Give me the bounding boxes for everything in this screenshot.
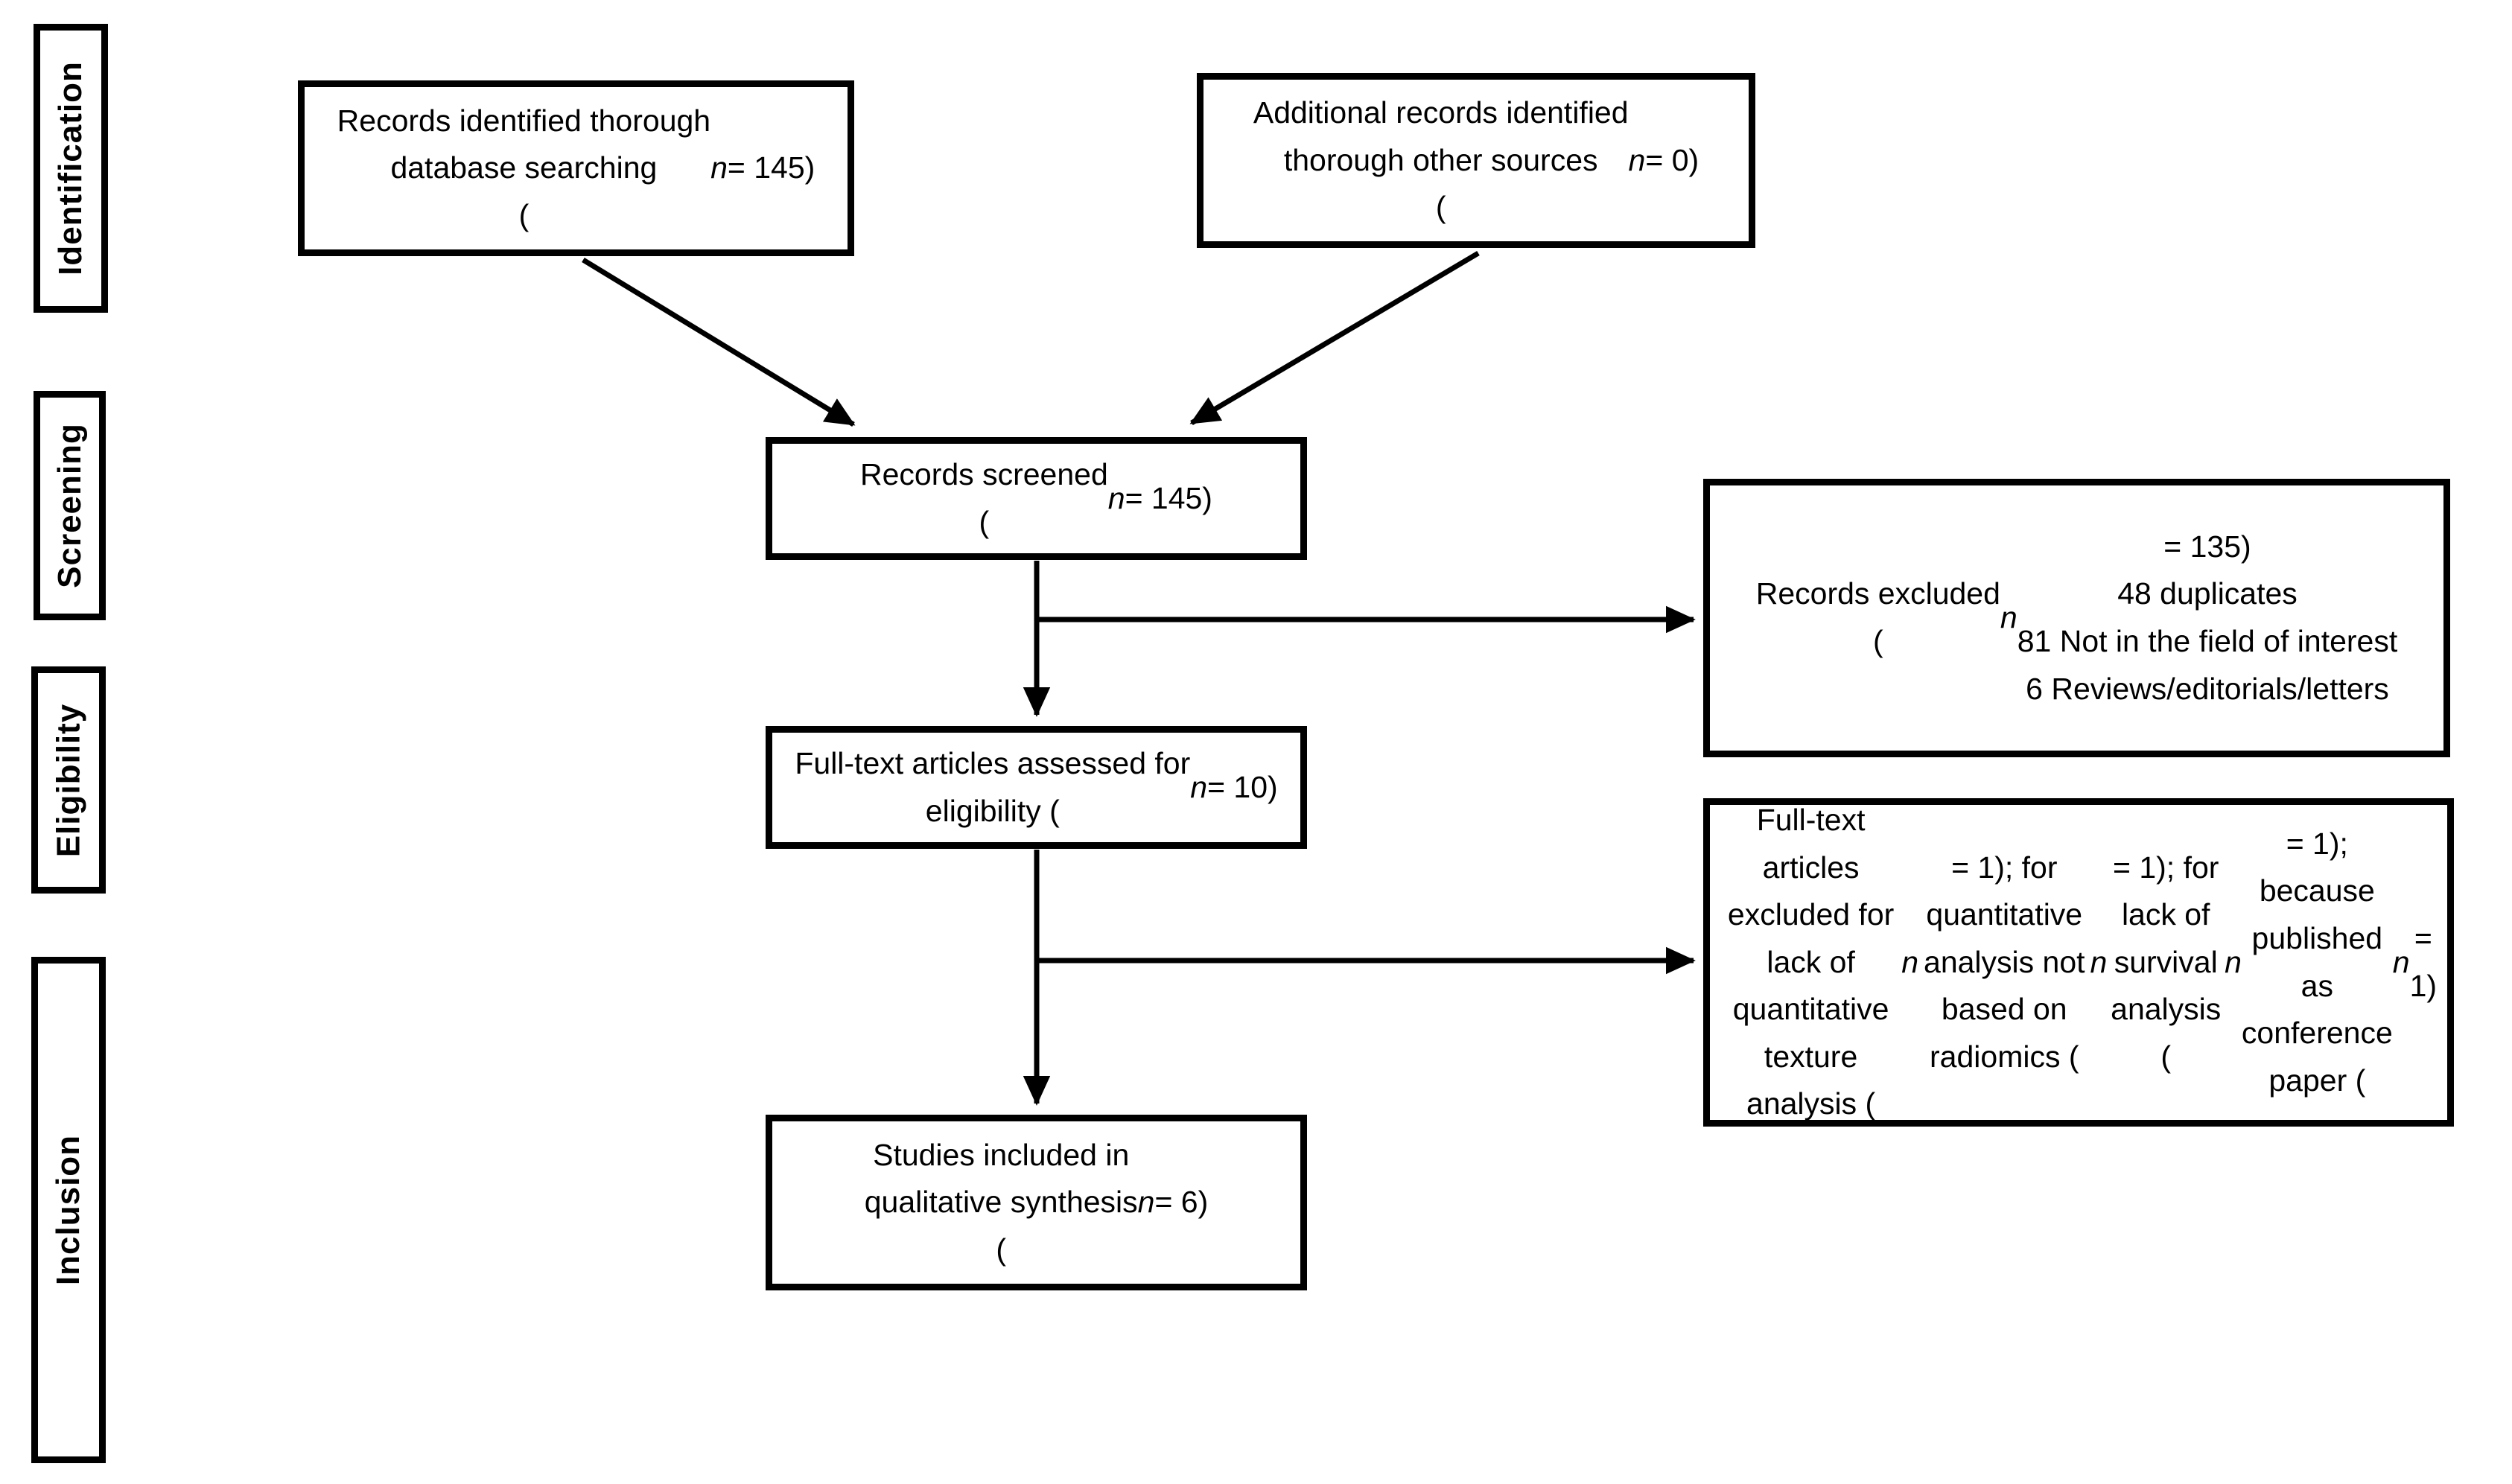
box-records-identified: Records identified thorough database sea… <box>298 80 854 256</box>
phase-label-eligibility: Eligibility <box>50 703 87 857</box>
phase-box-eligibility: Eligibility <box>31 666 106 894</box>
box-studies-included: Studies included in qualitative synthesi… <box>766 1115 1307 1290</box>
phase-box-identification: Identification <box>34 24 108 313</box>
arrow-identified-to-screened <box>582 258 856 427</box>
arrow-additional-to-screened <box>1189 250 1480 426</box>
box-additional-records: Additional records identified thorough o… <box>1197 73 1755 248</box>
box-fulltext-assessed: Full-text articles assessed for eligibil… <box>766 726 1307 849</box>
phase-label-screening: Screening <box>51 423 88 588</box>
box-fulltext-excluded: Full-text articles excluded for lack of … <box>1703 798 2454 1127</box>
box-records-excluded: Records excluded (n = 135) 48 duplicates… <box>1703 479 2450 757</box>
phase-label-inclusion: Inclusion <box>50 1134 86 1286</box>
phase-box-screening: Screening <box>34 391 106 620</box>
box-records-screened: Records screened (n = 145) <box>766 437 1307 560</box>
phase-box-inclusion: Inclusion <box>31 957 106 1463</box>
phase-label-identification: Identification <box>52 61 89 276</box>
